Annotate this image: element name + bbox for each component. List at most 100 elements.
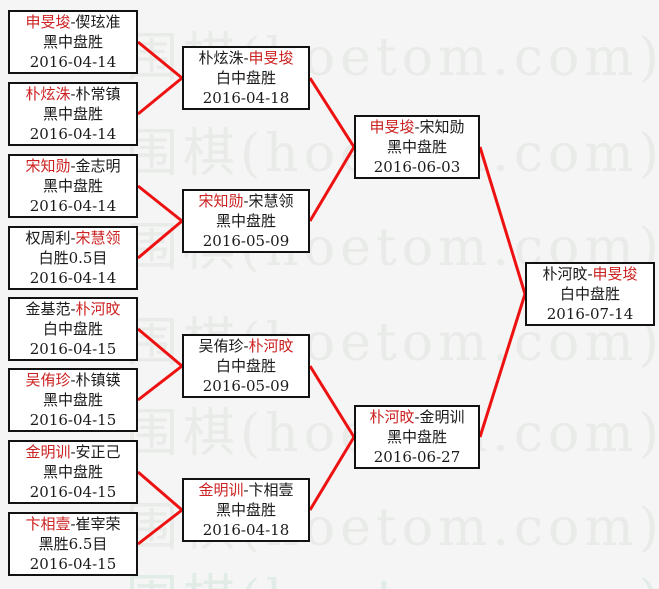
match-result: 黑中盘胜 [42, 391, 103, 409]
match-players: 申旻埈-偰玹准 [25, 12, 120, 32]
match-box-round1-6: 吴侑珍-朴镇锳 黑中盘胜 2016-04-15 [8, 368, 138, 432]
match-date: 2016-04-18 [202, 521, 290, 539]
match-result: 黑中盘胜 [215, 212, 276, 230]
player-name: 朴河旼 [75, 300, 121, 318]
player-separator: - [243, 481, 249, 499]
match-date: 2016-06-03 [373, 158, 461, 176]
player-name: 金明训 [419, 408, 465, 426]
player-name: 金明训 [198, 481, 244, 499]
player-name: 偰玹准 [75, 13, 121, 31]
player-name: 朴河旼 [248, 337, 294, 355]
match-date: 2016-04-14 [29, 125, 117, 143]
match-box-final: 朴河旼-申旻埈 白中盘胜 2016-07-14 [525, 262, 655, 326]
match-date: 2016-04-15 [29, 411, 117, 429]
match-result: 黑胜6.5目 [38, 535, 108, 553]
player-name: 申旻埈 [248, 49, 294, 67]
bracket-connector-line [137, 327, 183, 368]
match-box-semifinal-1: 申旻埈-宋知勋 黑中盘胜 2016-06-03 [354, 115, 480, 179]
player-separator: - [70, 13, 76, 31]
player-name: 安正己 [75, 443, 121, 461]
player-name: 宋慧领 [248, 192, 294, 210]
match-box-round1-4: 权周利-宋慧领 白胜0.5目 2016-04-14 [8, 226, 138, 290]
match-date: 2016-05-09 [202, 232, 290, 250]
match-result: 黑中盘胜 [386, 138, 447, 156]
match-date: 2016-04-15 [29, 340, 117, 358]
match-date: 2016-04-14 [29, 53, 117, 71]
match-box-round1-8: 卞相壹-崔宰荣 黑胜6.5目 2016-04-15 [8, 512, 138, 576]
watermark-text: 围棋(hoetom.com) [126, 572, 659, 589]
player-separator: - [70, 229, 76, 247]
player-name: 申旻埈 [369, 118, 415, 136]
match-date: 2016-04-15 [29, 483, 117, 501]
match-date: 2016-06-27 [373, 448, 461, 466]
match-result: 白胜0.5目 [38, 249, 108, 267]
player-separator: - [70, 300, 76, 318]
match-box-round2-3: 吴侑珍-朴河旼 白中盘胜 2016-05-09 [182, 334, 310, 398]
bracket-connector-line [308, 365, 356, 438]
bracket-connector-line [137, 470, 183, 512]
player-separator: - [243, 49, 249, 67]
match-players: 金明训-卞相壹 [198, 480, 293, 500]
player-name: 宋知勋 [25, 157, 71, 175]
bracket-connector-line [308, 146, 356, 222]
match-result: 黑中盘胜 [42, 463, 103, 481]
player-name: 金志明 [75, 157, 121, 175]
player-name: 金基范 [25, 300, 71, 318]
bracket-connector-line [137, 184, 183, 223]
match-date: 2016-05-09 [202, 377, 290, 395]
bracket-connector-line [137, 40, 183, 80]
player-name: 朴河旼 [369, 408, 415, 426]
match-players: 朴炫洙-申旻埈 [198, 48, 293, 68]
bracket-connector-line [137, 508, 183, 546]
player-separator: - [70, 371, 76, 389]
match-players: 宋知勋-宋慧领 [198, 191, 293, 211]
player-name: 朴镇锳 [75, 371, 121, 389]
match-players: 金明训-安正己 [25, 442, 120, 462]
player-separator: - [70, 443, 76, 461]
player-name: 朴河旼 [542, 265, 588, 283]
match-box-round1-2: 朴炫洙-朴常镇 黑中盘胜 2016-04-14 [8, 82, 138, 146]
match-result: 黑中盘胜 [386, 428, 447, 446]
player-separator: - [70, 515, 76, 533]
match-result: 黑中盘胜 [42, 105, 103, 123]
player-name: 宋知勋 [419, 118, 465, 136]
bracket-connector-line [137, 76, 183, 116]
match-date: 2016-04-14 [29, 197, 117, 215]
match-box-round2-4: 金明训-卞相壹 黑中盘胜 2016-04-18 [182, 478, 310, 542]
player-separator: - [414, 118, 420, 136]
match-players: 吴侑珍-朴镇锳 [25, 370, 120, 390]
bracket-connector-line [478, 293, 527, 438]
player-separator: - [243, 192, 249, 210]
player-separator: - [70, 157, 76, 175]
player-name: 申旻埈 [25, 13, 71, 31]
bracket-connector-line [478, 146, 527, 295]
player-name: 申旻埈 [592, 265, 638, 283]
match-players: 朴炫洙-朴常镇 [25, 84, 120, 104]
player-separator: - [70, 85, 76, 103]
match-box-round1-5: 金基范-朴河旼 白中盘胜 2016-04-15 [8, 297, 138, 361]
player-separator: - [414, 408, 420, 426]
match-box-round1-3: 宋知勋-金志明 黑中盘胜 2016-04-14 [8, 154, 138, 218]
match-players: 权周利-宋慧领 [25, 228, 120, 248]
match-result: 白中盘胜 [42, 320, 103, 338]
player-name: 卞相壹 [248, 481, 294, 499]
match-players: 卞相壹-崔宰荣 [25, 514, 120, 534]
match-players: 申旻埈-宋知勋 [369, 117, 464, 137]
player-name: 权周利 [25, 229, 71, 247]
match-result: 白中盘胜 [559, 285, 620, 303]
match-date: 2016-07-14 [546, 305, 634, 323]
player-name: 金明训 [25, 443, 71, 461]
player-name: 宋知勋 [198, 192, 244, 210]
match-result: 白中盘胜 [215, 357, 276, 375]
player-separator: - [587, 265, 593, 283]
match-date: 2016-04-18 [202, 89, 290, 107]
bracket-connector-line [308, 436, 356, 511]
match-players: 朴河旼-金明训 [369, 407, 464, 427]
match-box-round2-2: 宋知勋-宋慧领 黑中盘胜 2016-05-09 [182, 189, 310, 253]
match-box-semifinal-2: 朴河旼-金明训 黑中盘胜 2016-06-27 [354, 405, 480, 469]
player-name: 崔宰荣 [75, 515, 121, 533]
match-result: 白中盘胜 [215, 69, 276, 87]
match-date: 2016-04-15 [29, 555, 117, 573]
